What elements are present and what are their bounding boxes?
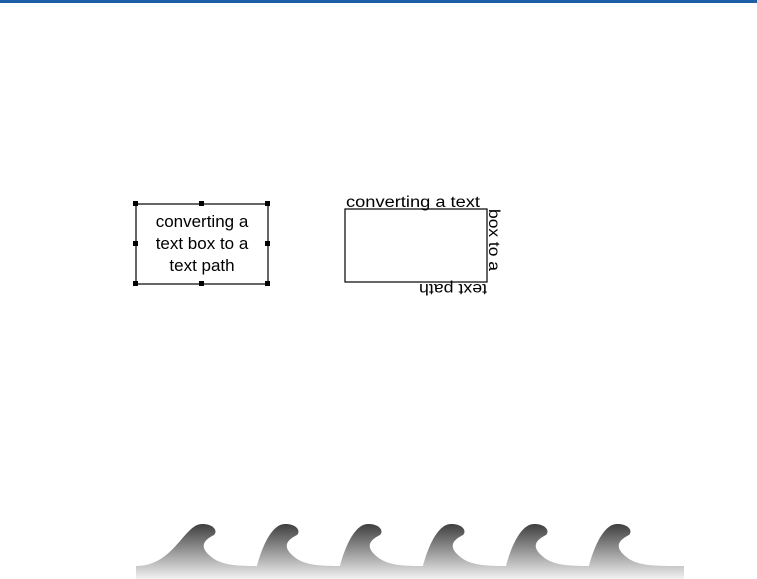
selection-handle-bottom-left[interactable] — [133, 281, 138, 286]
selection-handle-top-left[interactable] — [133, 201, 138, 206]
selection-handle-middle-right[interactable] — [265, 241, 270, 246]
selection-handle-bottom-middle[interactable] — [199, 281, 204, 286]
top-rule — [0, 0, 757, 3]
selection-handle-bottom-right[interactable] — [265, 281, 270, 286]
text-box-line-2: text box to a — [156, 234, 249, 253]
text-box-line-1: converting a — [156, 212, 249, 231]
text-path-object[interactable]: converting a text box to a text path — [344, 194, 502, 297]
text-path-top: converting a text — [346, 194, 481, 211]
text-box-line-3: text path — [169, 256, 234, 275]
text-path-right: box to a — [485, 209, 502, 271]
selection-handle-top-middle[interactable] — [199, 201, 204, 206]
wave-shape — [136, 524, 684, 579]
text-box-object[interactable]: converting a text box to a text path — [133, 201, 270, 286]
text-path-bottom: text path — [419, 280, 487, 297]
text-path-rectangle — [344, 208, 488, 283]
selection-handle-top-right[interactable] — [265, 201, 270, 206]
selection-handle-middle-left[interactable] — [133, 241, 138, 246]
